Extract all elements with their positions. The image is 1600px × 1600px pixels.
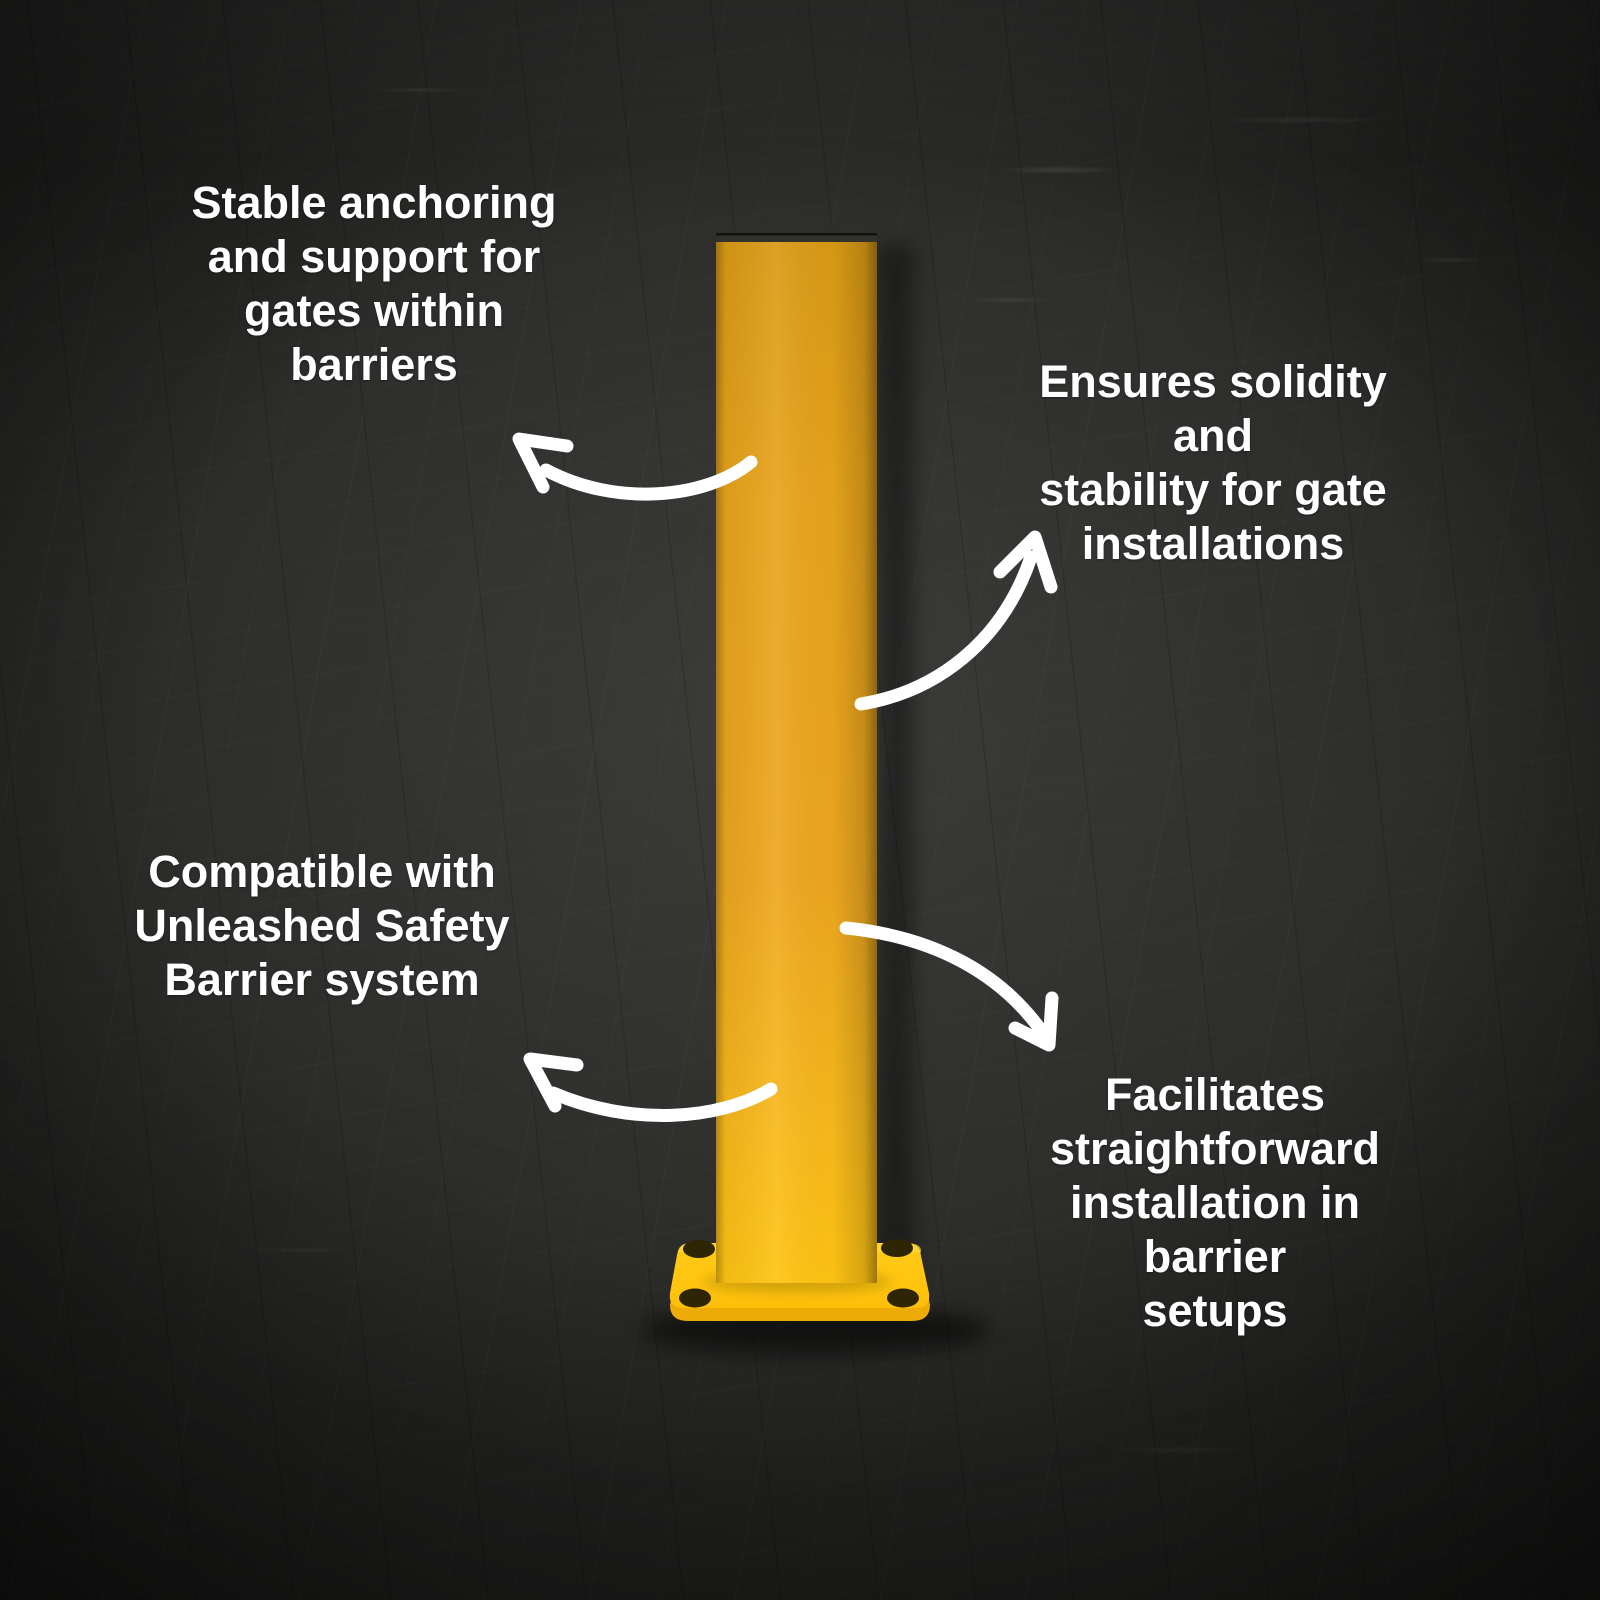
curved-arrow-down-left-icon (523, 1052, 778, 1122)
bolt-hole-back-left (683, 1240, 715, 1258)
bolt-hole-front-left (679, 1288, 711, 1308)
callout-solidity-stability: Ensures solidity and stability for gate … (1039, 356, 1387, 569)
bolt-holes (679, 1239, 919, 1308)
curved-arrow-up-right-icon (854, 530, 1058, 711)
curved-arrow-up-left-icon (512, 432, 758, 501)
bolt-hole-front-right (887, 1288, 919, 1308)
curved-arrow-down-right-icon (839, 921, 1059, 1052)
bolt-hole-back-right (881, 1239, 913, 1257)
post-top-cap-line (716, 233, 877, 236)
post (702, 233, 892, 1292)
callout-stable-anchoring: Stable anchoring and support for gates w… (191, 177, 557, 390)
callout-compatibility: Compatible with Unleashed Safety Barrier… (134, 846, 510, 1005)
callout-easy-installation: Facilitates straightforward installation… (1049, 1069, 1381, 1336)
post-top-cap (716, 233, 877, 242)
post-body-shading (716, 233, 877, 1283)
